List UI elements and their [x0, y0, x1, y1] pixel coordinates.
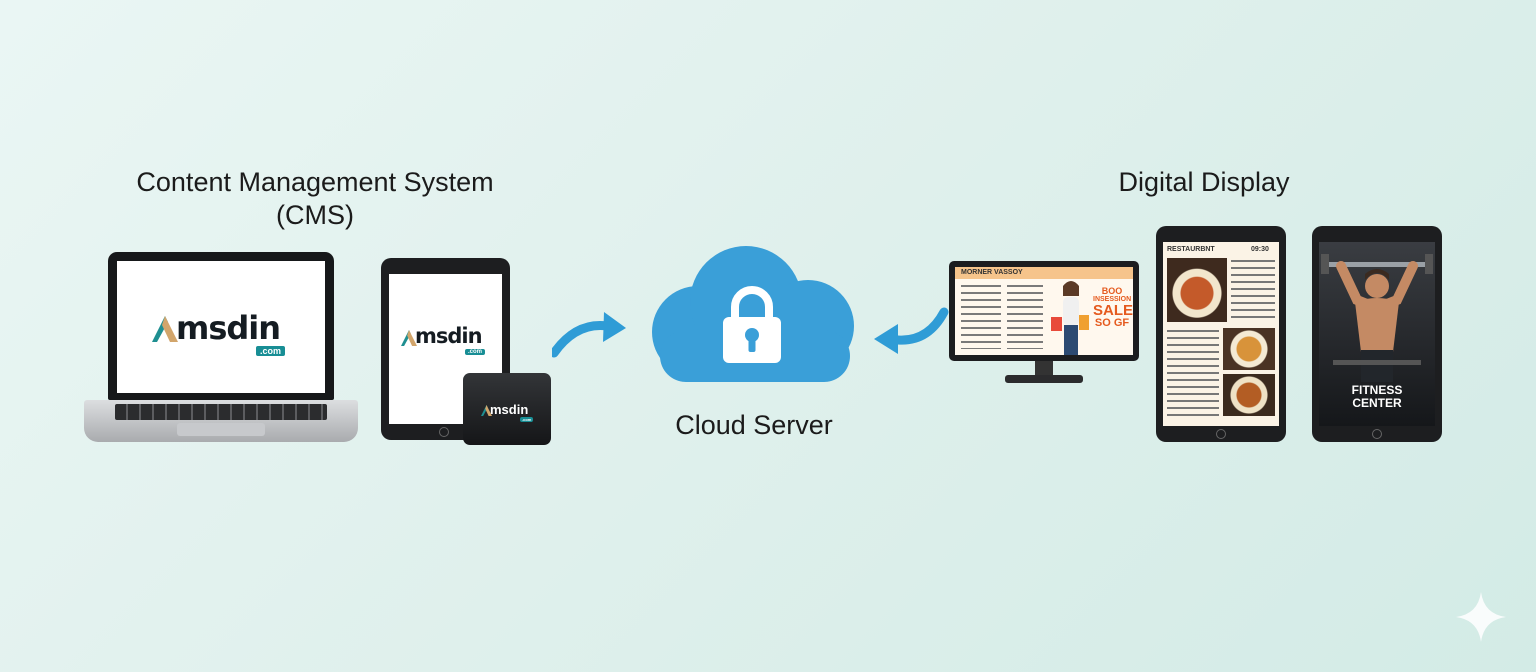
- media-player-box: msdin .com: [463, 373, 551, 445]
- restaurant-title: RESTAURBNT: [1167, 246, 1215, 253]
- cms-heading-line2: (CMS): [276, 200, 354, 230]
- digital-display-heading: Digital Display: [1118, 167, 1290, 197]
- cms-tablet-logo-text: msdin: [415, 324, 483, 348]
- laptop-keyboard: [115, 404, 327, 420]
- cms-tablet-logo: msdin .com: [401, 324, 501, 364]
- laptop-logo-text: msdin: [176, 309, 281, 347]
- retail-promo-3: SALE: [1093, 302, 1133, 319]
- fitness-line1: FITNESS: [1351, 383, 1403, 397]
- fitness-line2: CENTER: [1352, 396, 1402, 410]
- restaurant-time: 09:30: [1251, 246, 1269, 253]
- monitor-stand: [1005, 375, 1083, 383]
- dish-image: [1223, 374, 1275, 416]
- dish-image: [1223, 328, 1275, 370]
- cms-heading-line1: Content Management System: [136, 167, 494, 197]
- laptop-logo: msdin .com: [152, 309, 302, 359]
- fitness-tablet: FITNESS CENTER: [1312, 226, 1442, 442]
- retail-screen: MORNER VASSOY BOO INSESSION SALE SO GF: [955, 267, 1133, 355]
- logo-a-icon: [401, 330, 417, 346]
- home-button: [1372, 429, 1382, 439]
- laptop-screen: msdin .com: [117, 261, 325, 393]
- sparkle-icon: [1456, 592, 1506, 642]
- retail-promo-1: BOO: [1101, 286, 1123, 296]
- shopper-figure: [1051, 281, 1089, 355]
- media-box-logo-text: msdin: [490, 402, 529, 417]
- retail-promo-2: INSESSION: [1093, 296, 1132, 303]
- cloud-server-label: Cloud Server: [675, 410, 833, 440]
- home-button: [439, 427, 449, 437]
- arrow-right-icon: [552, 312, 626, 358]
- cms-tablet-logo-domain: .com: [465, 349, 486, 355]
- retail-header: MORNER VASSOY: [955, 267, 1133, 279]
- retail-promo-4: SO GF: [1094, 317, 1130, 329]
- laptop-trackpad: [177, 423, 265, 436]
- logo-a-icon: [481, 405, 492, 416]
- laptop: msdin .com: [84, 252, 358, 444]
- lock-icon: [723, 286, 781, 363]
- cms-tablet: msdin .com: [381, 258, 510, 440]
- arrow-left-icon: [874, 307, 949, 354]
- monitor: MORNER VASSOY BOO INSESSION SALE SO GF: [949, 261, 1139, 385]
- home-button: [1216, 429, 1226, 439]
- logo-a-icon: [152, 316, 178, 342]
- dish-image: [1167, 258, 1227, 322]
- cms-heading: Content Management System (CMS): [105, 166, 525, 232]
- athlete-figure: [1321, 254, 1433, 382]
- restaurant-tablet: RESTAURBNT 09:30: [1156, 226, 1286, 442]
- media-box-logo-domain: .com: [520, 417, 534, 422]
- laptop-logo-domain: .com: [256, 346, 286, 356]
- fitness-screen: FITNESS CENTER: [1319, 242, 1435, 426]
- restaurant-screen: RESTAURBNT 09:30: [1163, 242, 1279, 426]
- cms-tablet-screen: msdin .com: [389, 274, 502, 424]
